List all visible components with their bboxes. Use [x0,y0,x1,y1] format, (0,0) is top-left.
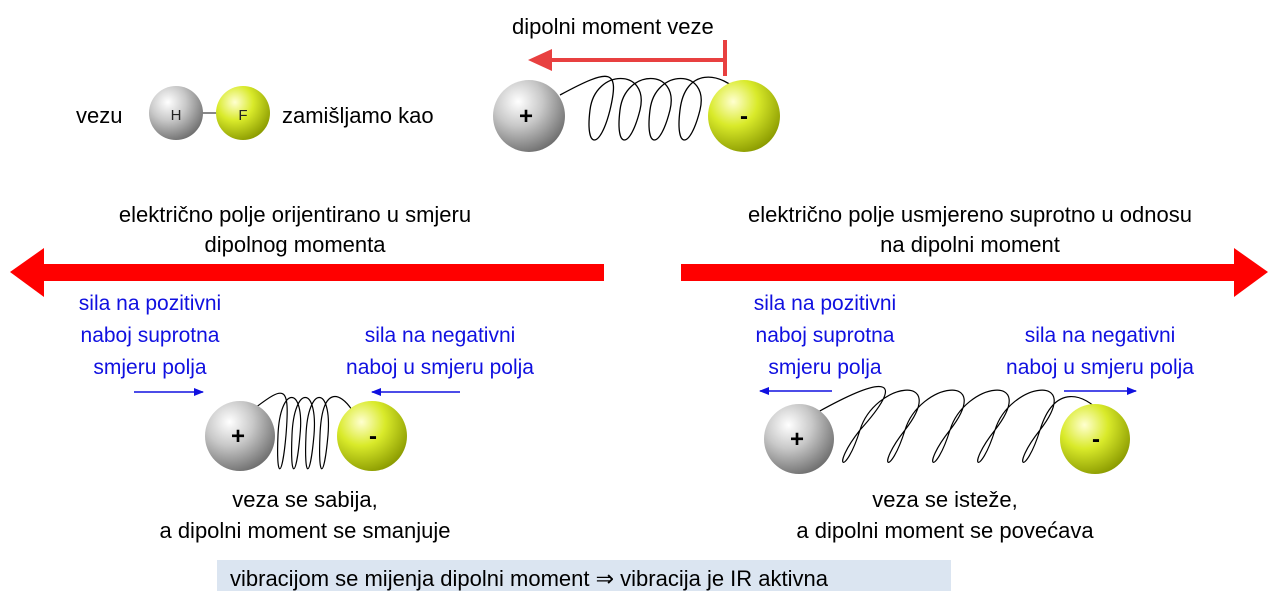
right-field-title-line2: na dipolni moment [880,232,1060,257]
zamisljamo-label: zamišljamo kao [282,103,434,128]
negative-atom [337,401,407,471]
negative-atom [708,80,780,152]
stretched-spring-model [764,386,1130,474]
positive-charge-label: + [519,103,534,130]
left-result-line2: a dipolni moment se smanjuje [159,518,451,543]
right-field-title-line1: električno polje usmjereno suprotno u od… [748,202,1192,227]
positive-atom [205,401,275,471]
fluorine-symbol: F [238,107,248,124]
right-result-line1: veza se isteže, [872,487,1018,512]
right-positive-charge-label: + [790,426,805,453]
conclusion-text: vibracijom se mijenja dipolni moment ⇒ v… [230,566,828,591]
field-arrow-left [10,248,604,297]
right-negative-force-line2: naboj u smjeru polja [1006,356,1194,379]
dipole-moment-label: dipolni moment veze [512,14,714,39]
field-arrow-right [681,248,1268,297]
left-positive-force-line1: sila na pozitivni [78,292,222,315]
right-negative-charge-label: - [1092,426,1100,453]
positive-atom [493,80,565,152]
conclusion-banner [217,560,951,591]
right-positive-force-line3: smjeru polja [768,356,882,379]
hydrogen-symbol: H [170,107,182,124]
left-positive-charge-label: + [231,423,246,450]
negative-atom [1060,404,1130,474]
top-spring [559,75,743,141]
vezu-label: vezu [76,103,123,128]
left-negative-charge-label: - [369,423,377,450]
right-negative-force-line1: sila na negativni [1024,324,1176,347]
right-result-line2: a dipolni moment se povećava [796,518,1094,543]
left-field-title-line1: električno polje orijentirano u smjeru [118,202,472,227]
left-positive-force-line3: smjeru polja [93,356,207,379]
hf-molecule [149,86,270,140]
left-result-line1: veza se sabija, [232,487,378,512]
right-positive-force-line2: naboj suprotna [755,324,895,347]
stretched-spring [817,386,1101,463]
negative-charge-label: - [740,103,748,130]
compressed-spring-model [205,392,407,471]
compressed-spring [254,392,353,470]
right-positive-force-line1: sila na pozitivni [753,292,897,315]
fluorine-atom [216,86,270,140]
left-negative-force-line2: naboj u smjeru polja [346,356,534,379]
top-spring-model [493,75,780,152]
left-field-title-line2: dipolnog momenta [204,232,386,257]
left-positive-force-line2: naboj suprotna [80,324,220,347]
positive-atom [764,404,834,474]
dipole-moment-arrow [528,40,727,76]
left-negative-force-line1: sila na negativni [364,324,516,347]
hydrogen-atom [149,86,203,140]
